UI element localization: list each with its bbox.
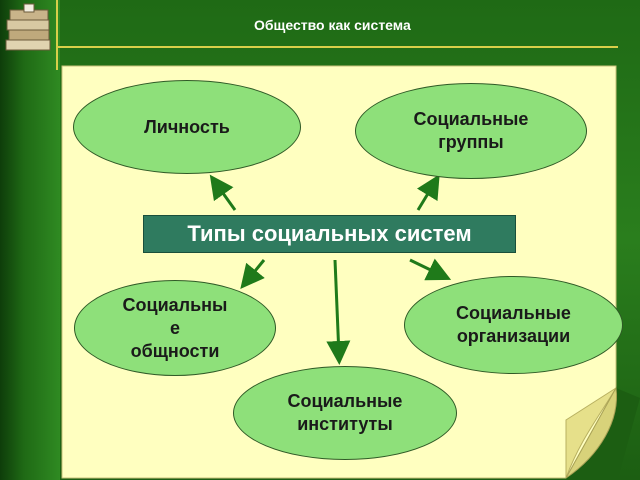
books-icon: [5, 3, 51, 51]
header-vertical-rule: [56, 0, 58, 70]
left-gradient-band: [0, 0, 60, 480]
node-label-line: общности: [130, 340, 220, 361]
node-label-line: Социальны: [122, 294, 228, 315]
node-social-organizations: Социальные организации: [404, 276, 623, 374]
node-label-line: институты: [297, 414, 393, 434]
node-label-line: Личность: [144, 116, 230, 137]
page-title: Общество как система: [254, 17, 411, 33]
node-label-line: Социальные: [287, 391, 403, 411]
node-lichnost: Личность: [73, 80, 301, 174]
node-label-line: Социальные: [456, 303, 571, 323]
header-horizontal-rule: [56, 46, 618, 48]
node-social-institutions: Социальные институты: [233, 366, 457, 460]
node-social-communities: Социальны е общности: [74, 280, 276, 376]
node-label-line: организации: [456, 326, 571, 346]
node-label-line: группы: [438, 132, 504, 152]
node-social-groups: Социальные группы: [355, 83, 587, 179]
center-node-types: Типы социальных систем: [143, 215, 516, 253]
node-label-line: Социальные: [413, 109, 529, 129]
node-label-line: е: [169, 317, 180, 338]
